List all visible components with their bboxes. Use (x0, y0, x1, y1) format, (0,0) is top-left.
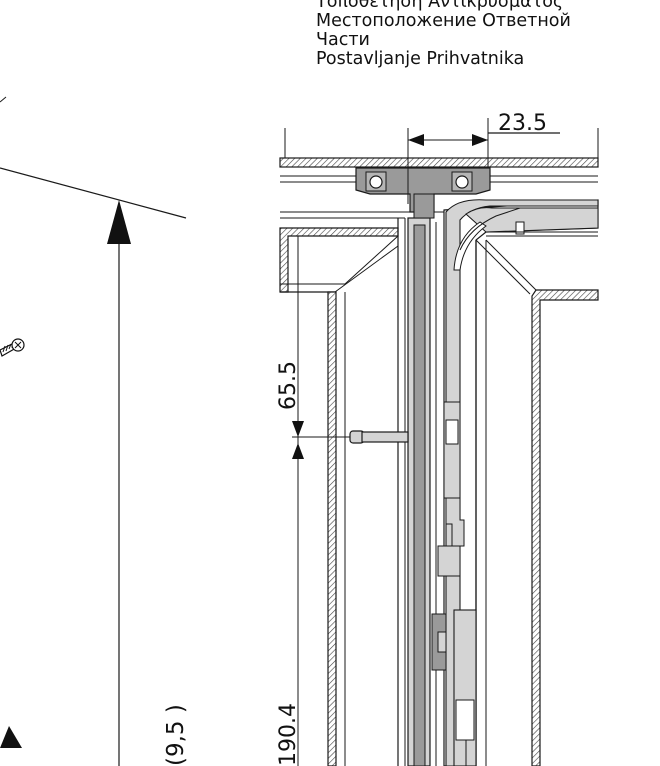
locking-pin (349, 430, 409, 444)
vertical-gap-label: 65.5 (276, 361, 301, 410)
lock-piece-upper (443, 401, 461, 499)
left-height-label: (9,5 ) (163, 704, 189, 766)
dimension-top-offset: 23.5 (407, 111, 560, 204)
diagonal-line (0, 167, 187, 219)
lock-piece-lower (453, 609, 477, 766)
left-dimension-arrowhead (107, 200, 131, 244)
screw-hole-left (369, 175, 383, 189)
striker-keeper (355, 167, 491, 219)
short-diagonal (0, 96, 7, 103)
lower-height-label: 190.4 (276, 703, 301, 766)
dimension-lower-height: 190.4 (276, 440, 304, 766)
striker-rail (407, 217, 437, 766)
left-view: (9,5 ) (0, 96, 189, 766)
dimension-vertical-gap: 65.5 (276, 235, 350, 440)
title-russian-line2: Части (316, 30, 370, 50)
right-sash (431, 199, 599, 766)
title-greek: Τοποθέτηση Αντικρύσματος (316, 0, 564, 12)
title-block: Τοποθέτηση Αντικρύσματος Местоположение … (316, 0, 656, 69)
screw-hole-right (455, 175, 469, 189)
screw-icon (0, 338, 25, 357)
black-arrow-bottom-left (0, 726, 22, 748)
left-sash (279, 218, 406, 766)
lock-piece-middle (445, 497, 465, 547)
top-offset-label: 23.5 (498, 111, 547, 136)
title-serbian: Postavljanje Prihvatnika (316, 49, 525, 69)
title-russian-line1: Местоположение Ответной (316, 11, 571, 31)
